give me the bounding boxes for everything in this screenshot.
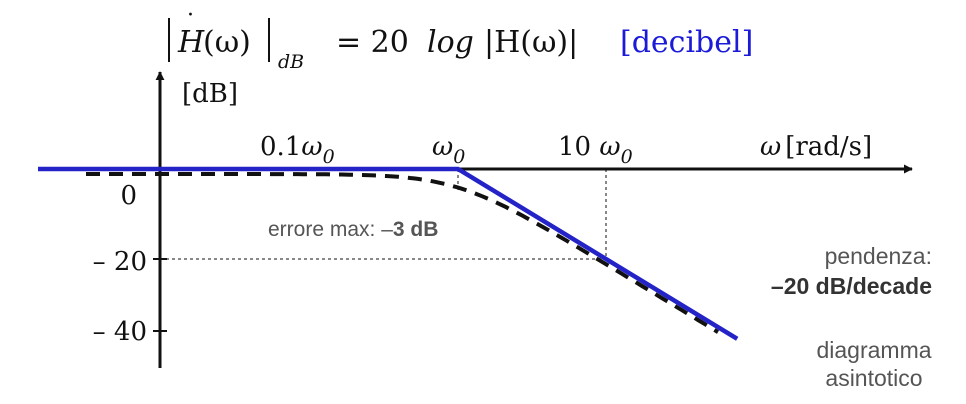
svg-text:10 ω0: 10 ω0 [558, 132, 633, 168]
y-axis-label: [dB] [182, 79, 238, 109]
title-equals-20: = 20 [336, 25, 409, 60]
slope-value: –20 dB/decade [771, 273, 932, 299]
asymptotic-diagram-label-line2: asintotico [825, 365, 922, 391]
title-rhs: |H(ω)| [484, 25, 578, 60]
asymptotic-diagram-line [38, 166, 739, 341]
title-unit-decibel: [decibel] [620, 25, 753, 60]
exact-response-curve [86, 172, 720, 334]
title-formula: · H (ω) dB = 20 log |H(ω)| [decibel] [168, 3, 753, 73]
svg-text:0.1ω0: 0.1ω0 [260, 132, 335, 168]
y-tick-label: – 20 [93, 247, 147, 277]
title-subscript-db: dB [278, 51, 304, 73]
svg-text:ω0: ω0 [432, 132, 465, 168]
y-tick-label: – 40 [93, 317, 147, 347]
x-tick-label: ω0 [432, 132, 465, 168]
asymptotic-diagram-label-line1: diagramma [816, 337, 931, 363]
title-h: H [177, 25, 205, 60]
max-error-annotation: errore max: –3 dB [268, 218, 438, 241]
y-tick-label: 0 [120, 181, 137, 211]
title-h-dot: · [187, 3, 194, 28]
x-tick-label: 10 ω0 [558, 132, 633, 168]
title-log: log [427, 25, 474, 60]
x-tick-label: 0.1ω0 [260, 132, 335, 168]
slope-label: pendenza: [825, 243, 932, 269]
x-axis-label: ω[rad/s] [760, 132, 872, 162]
title-omega-paren: (ω) [203, 25, 251, 60]
